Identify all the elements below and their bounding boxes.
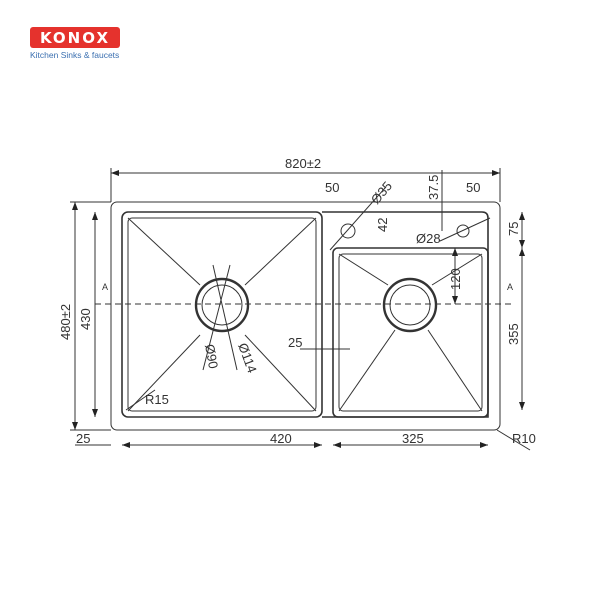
dim-tap-right-offset: 50 — [466, 180, 480, 195]
brand-tagline: Kitchen Sinks & faucets — [30, 50, 120, 60]
dim-logo-plate-depth: 42 — [375, 218, 390, 232]
right-bowl-inner — [338, 253, 483, 412]
dim-drain-inner: Ø90 — [202, 343, 221, 370]
brand-logo: KONOX — [30, 27, 120, 48]
dim-right-deck-depth: 75 — [506, 222, 521, 236]
dim-right-bowl-depth: 355 — [506, 323, 521, 345]
dim-left-bowl-width: 420 — [270, 431, 292, 446]
dim-right-bowl-width: 325 — [402, 431, 424, 446]
right-bowl — [332, 247, 489, 418]
brand-name: KONOX — [39, 28, 111, 47]
dim-overall-width: 820±2 — [285, 156, 321, 171]
sink-outer-outline — [110, 201, 501, 431]
dim-tap-left-offset: 50 — [325, 180, 339, 195]
left-bowl — [121, 211, 323, 418]
dim-tap-right-depth: 37.5 — [426, 175, 441, 200]
dim-divider: 25 — [288, 335, 302, 350]
dim-bowl-depth: 430 — [78, 308, 93, 330]
dim-radius-bowl: R15 — [145, 392, 169, 407]
section-marker-left: A — [102, 282, 108, 292]
dim-tap-right-diameter: Ø28 — [416, 231, 441, 246]
dim-overall-depth: 480±2 — [58, 304, 73, 340]
right-drain — [382, 277, 438, 333]
section-marker-right: A — [507, 282, 513, 292]
dim-deck-margin: 25 — [76, 431, 90, 446]
dim-drain-outer: Ø114 — [235, 341, 260, 375]
dim-right-drain-offset: 120 — [448, 268, 463, 290]
dim-radius-outer: R10 — [512, 431, 536, 446]
tap-hole-left — [340, 223, 356, 239]
left-bowl-inner — [127, 217, 317, 412]
left-drain — [194, 277, 250, 333]
tap-hole-right — [456, 224, 470, 238]
